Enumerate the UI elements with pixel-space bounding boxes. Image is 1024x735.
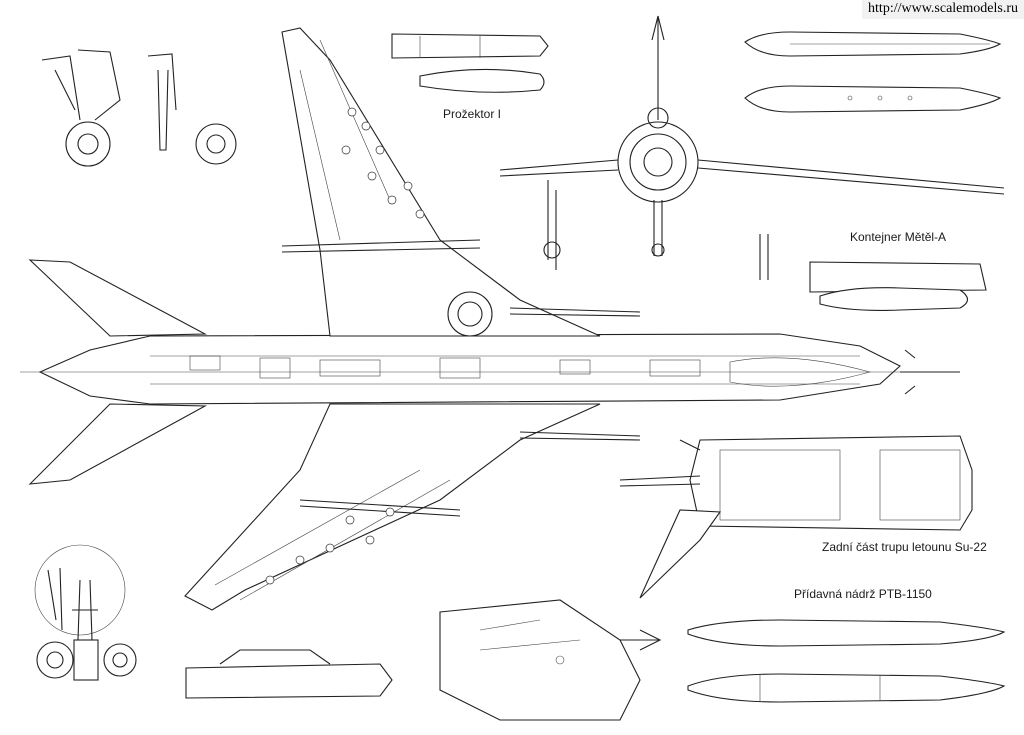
aircraft-front-view (499, 15, 1005, 280)
projector-pod (391, 33, 549, 93)
aircraft-top-view (20, 27, 960, 611)
main-gear-detail (34, 544, 137, 681)
drop-tank-ptb-1150 (687, 619, 1006, 703)
tail-section-side-view (439, 599, 662, 721)
nose-gear-detail (41, 49, 237, 167)
container-side-view (744, 31, 1002, 113)
label-drop-tank: Přídavná nádrž PTB-1150 (794, 587, 932, 601)
fuselage-side-view-small (185, 649, 393, 699)
label-rear-fuselage: Zadní část trupu letounu Su-22 (822, 540, 987, 554)
rear-fuselage-detail (619, 435, 973, 599)
watermark-link[interactable]: http://www.scalemodels.ru (862, 0, 1024, 19)
label-projector: Prožektor I (443, 107, 502, 121)
metel-a-container (809, 261, 987, 311)
label-container: Kontejner Mětěl-A (850, 230, 947, 244)
